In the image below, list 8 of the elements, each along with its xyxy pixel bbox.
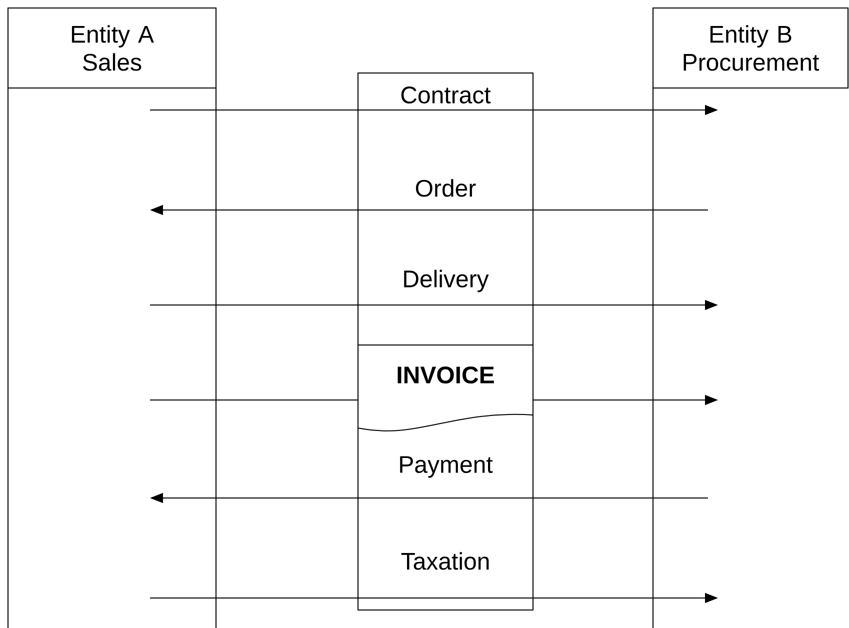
column-box	[358, 72, 534, 610]
swimlane: Entity B Procurement	[652, 8, 848, 628]
edge-label: Taxation	[400, 551, 492, 571]
edge-label: Delivery	[401, 268, 490, 294]
edge-label: Contract	[399, 86, 492, 104]
swimlane: Entity A Sales	[8, 8, 216, 628]
edge-label: Order	[414, 178, 478, 198]
edge-label: Payment	[397, 455, 494, 479]
